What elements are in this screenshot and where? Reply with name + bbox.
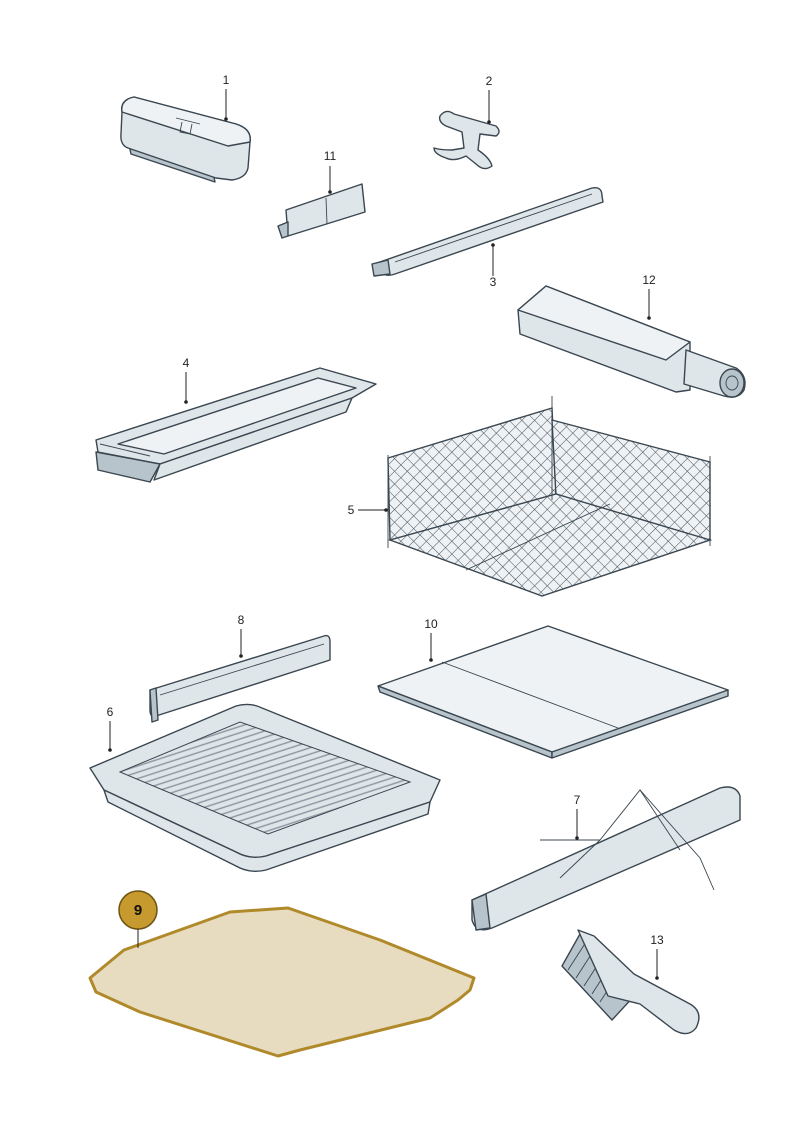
label-6: 6 xyxy=(107,705,114,752)
part-10-floor-panel[interactable] xyxy=(377,625,729,759)
label-3-text: 3 xyxy=(490,275,497,289)
label-8-text: 8 xyxy=(238,613,245,627)
label-5: 5 xyxy=(348,503,388,517)
label-5-text: 5 xyxy=(348,503,355,517)
label-1-text: 1 xyxy=(223,73,230,87)
label-11: 11 xyxy=(324,149,337,194)
label-3: 3 xyxy=(490,243,497,289)
label-12-text: 12 xyxy=(642,273,656,287)
part-9-mat[interactable] xyxy=(88,906,476,1058)
part-2-hook[interactable] xyxy=(433,110,500,170)
label-7-text: 7 xyxy=(574,793,581,807)
part-11-bracket[interactable] xyxy=(277,183,366,239)
label-4-text: 4 xyxy=(183,356,190,370)
part-3-rod[interactable] xyxy=(371,186,604,277)
label-12: 12 xyxy=(642,273,656,320)
label-13-text: 13 xyxy=(650,933,664,947)
part-12-cover-roll[interactable] xyxy=(517,285,746,398)
label-6-text: 6 xyxy=(107,705,114,719)
part-1-storage-box[interactable] xyxy=(120,96,251,183)
label-8: 8 xyxy=(238,613,245,658)
part-7-bag[interactable] xyxy=(471,786,741,931)
label-11-text: 11 xyxy=(324,149,337,163)
label-7: 7 xyxy=(574,793,581,840)
label-4: 4 xyxy=(183,356,190,404)
label-1: 1 xyxy=(223,73,230,121)
label-9: 9 xyxy=(118,890,158,948)
part-8-strip[interactable] xyxy=(149,634,331,723)
label-13: 13 xyxy=(650,933,664,980)
label-10: 10 xyxy=(424,617,438,662)
label-9-text: 9 xyxy=(134,902,142,919)
part-4-tray[interactable] xyxy=(95,367,377,483)
part-6-trunk-tray[interactable] xyxy=(89,703,441,873)
part-5-net[interactable] xyxy=(387,396,713,597)
mat-shape xyxy=(88,906,476,1058)
part-13-brush[interactable] xyxy=(561,929,700,1035)
label-10-text: 10 xyxy=(424,617,438,631)
label-2: 2 xyxy=(486,74,493,124)
label-2-text: 2 xyxy=(486,74,493,88)
